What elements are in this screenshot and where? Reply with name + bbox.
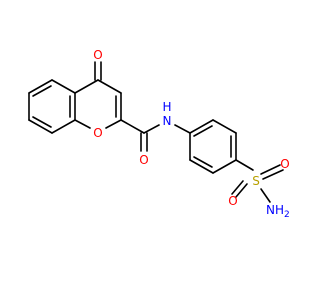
bond-s-n: [260, 188, 271, 203]
bond-c4-s: [235, 159, 254, 171]
bond-c1-c2-phenyl-inner: [193, 125, 213, 137]
bond-c5-c6-phenyl-inner: [193, 156, 213, 168]
atom-o-sulfonyl-upper: O: [228, 194, 237, 208]
atom-n-sulfonamide: NH2: [266, 203, 290, 220]
bond-o1-c8a: [74, 119, 91, 129]
atom-n-amide: N: [163, 114, 172, 128]
bond-s-o-upper-a: [231, 180, 244, 195]
bond-c5-c6-inner: [32, 85, 52, 97]
atom-n-sulfonamide-main: NH: [266, 203, 284, 217]
bond-s-o-upper-b: [235, 183, 248, 198]
bond-c-n-amide: [143, 124, 160, 134]
bond-c7-c8-inner: [32, 116, 52, 128]
bond-c4a-c5: [51, 79, 76, 94]
atom-o-sulfonyl-right: O: [280, 157, 289, 171]
bond-c2-c-amide: [120, 119, 145, 134]
bond-c1-c2-phenyl: [189, 119, 214, 134]
atom-o-amide: O: [139, 153, 148, 167]
bond-c4-c5-phenyl: [212, 159, 237, 174]
atom-s: S: [252, 174, 260, 188]
bond-s-o-right-a: [260, 164, 281, 175]
bond-c4-c3: [97, 79, 122, 94]
bond-c2-o1: [105, 119, 122, 129]
bond-n-c1-phenyl: [174, 124, 191, 134]
bond-c4-c4a: [74, 79, 99, 94]
atom-o-ring: O: [93, 126, 102, 140]
bond-c7-c8: [28, 119, 53, 134]
bond-s-o-right-b: [262, 169, 284, 180]
bond-c2-c3-phenyl: [212, 119, 237, 134]
atom-h-amide: H: [162, 100, 171, 114]
bond-c8-c8a: [51, 119, 76, 134]
bond-c5-c6-phenyl: [189, 159, 214, 174]
atom-o-ketone: O: [93, 48, 102, 62]
bond-c5-c6: [28, 79, 53, 94]
molecule-structure: O O O H N S O O NH2: [28, 48, 290, 220]
atom-n-sulfonamide-subscript: 2: [284, 210, 290, 220]
